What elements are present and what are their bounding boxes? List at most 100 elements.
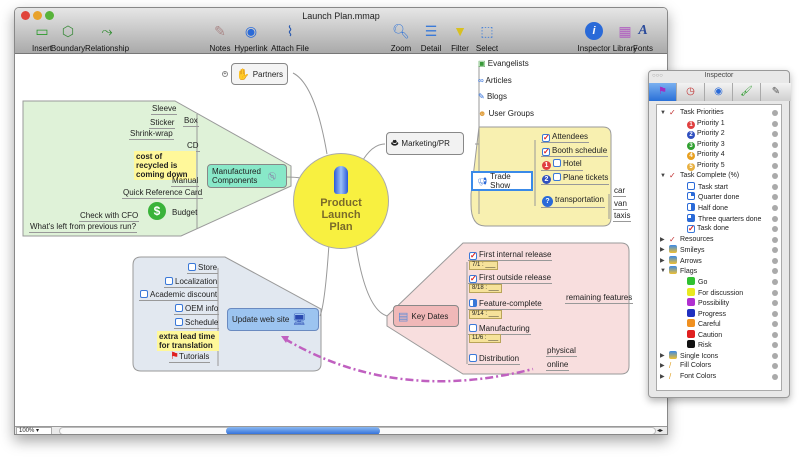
filter-button[interactable]: ▼Filter	[435, 22, 485, 53]
select-button[interactable]: ⬚Select	[462, 22, 512, 53]
topic-academic-discount[interactable]: Academic discount	[139, 290, 219, 301]
inspector-row[interactable]: ▶Smileys	[657, 245, 781, 255]
topic-taxis[interactable]: taxis	[613, 211, 632, 222]
disclosure-closed-icon[interactable]: ▶	[660, 236, 665, 243]
zoom-menu-button[interactable]: 🔍︎Zoom	[376, 22, 426, 53]
inspector-row[interactable]: For discussion	[657, 287, 781, 298]
disclosure-closed-icon[interactable]: ▶	[660, 363, 665, 370]
topic-box[interactable]: Box	[183, 116, 199, 127]
topic-check-with-cfo[interactable]: Check with CFO	[79, 211, 140, 222]
topic-shrink-wrap[interactable]: Shrink-wrap	[129, 129, 174, 140]
topic-marketing-pr[interactable]: 🎩︎Marketing/PR	[386, 132, 464, 155]
tab-format[interactable]: 🖌︎	[733, 83, 761, 101]
topic-distribution[interactable]: Distribution	[468, 354, 521, 365]
gear-icon[interactable]	[772, 374, 778, 380]
disclosure-closed-icon[interactable]: ▶	[660, 247, 665, 254]
callout-translation[interactable]: extra lead time for translation	[157, 331, 219, 351]
topic-transportation[interactable]: ?transportation	[541, 195, 605, 208]
date-field-4[interactable]: 11/6 : ___	[469, 334, 502, 343]
topic-car[interactable]: car	[613, 186, 627, 197]
gear-icon[interactable]	[772, 268, 778, 275]
topic-user-groups[interactable]: ☻ User Groups	[477, 109, 535, 119]
gear-icon[interactable]	[772, 131, 778, 138]
topic-first-outside-release[interactable]: ✓First outside release	[468, 273, 553, 284]
topic-manufactured-components[interactable]: Manufactured Components💿︎	[207, 164, 287, 188]
date-field-2[interactable]: 8/18 : ___	[469, 284, 502, 293]
checkbox-icon[interactable]	[175, 318, 183, 326]
gear-icon[interactable]	[772, 300, 778, 307]
attach-file-button[interactable]: ⌇Attach File	[265, 22, 315, 53]
close-button[interactable]	[21, 11, 30, 20]
inspector-row[interactable]: Caution	[657, 329, 781, 340]
checkbox-quarter-icon[interactable]	[469, 299, 477, 307]
disclosure-closed-icon[interactable]: ▶	[660, 352, 665, 359]
inspector-row[interactable]: Risk	[657, 340, 781, 350]
minimize-button[interactable]	[33, 11, 42, 20]
checkbox-done-icon[interactable]: ✓	[469, 274, 477, 283]
topic-manual[interactable]: Manual	[171, 176, 200, 187]
topic-budget[interactable]: Budget	[172, 208, 198, 217]
inspector-row[interactable]: ▶/Fill Colors	[657, 361, 781, 371]
topic-attendees[interactable]: ✓Attendees	[541, 132, 590, 143]
gear-icon[interactable]	[772, 173, 778, 180]
inspector-row[interactable]: Quarter done	[657, 192, 781, 202]
tab-icons[interactable]: ⚑	[649, 83, 677, 101]
zoom-select[interactable]: 100% ▾	[16, 427, 52, 434]
gear-icon[interactable]	[772, 352, 778, 359]
topic-feature-complete[interactable]: Feature-complete	[468, 299, 543, 310]
topic-trade-show[interactable]: 📢︎Trade Show	[471, 171, 533, 191]
disclosure-open-icon[interactable]: ▼	[660, 268, 666, 275]
checkbox-icon[interactable]	[469, 354, 477, 362]
topic-update-web-site[interactable]: Update web site🖥︎	[227, 308, 319, 331]
scrollbar-thumb[interactable]	[226, 427, 380, 434]
inspector-row[interactable]: Go	[657, 276, 781, 287]
disclosure-open-icon[interactable]: ▼	[660, 110, 666, 116]
inspector-row[interactable]: ▶Single Icons	[657, 350, 781, 361]
topic-key-dates[interactable]: ▤Key Dates	[393, 305, 459, 327]
inspector-row[interactable]: ▼Flags	[657, 266, 781, 276]
gear-icon[interactable]	[772, 278, 778, 285]
topic-schedule[interactable]: Schedule	[174, 318, 220, 329]
topic-store[interactable]: Store	[187, 263, 219, 274]
relationship-button[interactable]: ⤳Relationship	[82, 22, 132, 53]
topic-partners[interactable]: ✋Partners	[231, 63, 288, 85]
checkbox-icon[interactable]	[469, 324, 477, 332]
gear-icon[interactable]	[772, 205, 778, 212]
tab-links[interactable]: ◉	[705, 83, 733, 101]
gear-icon[interactable]	[772, 363, 778, 370]
gear-icon[interactable]	[772, 289, 778, 296]
inspector-row[interactable]: Careful	[657, 319, 781, 329]
zoom-button[interactable]	[45, 11, 54, 20]
topic-online[interactable]: online	[546, 360, 570, 371]
topic-whats-left[interactable]: What's left from previous run?	[29, 222, 138, 233]
gear-icon[interactable]	[772, 321, 778, 328]
callout-recycled-cost[interactable]: cost of recycled is coming down	[134, 151, 196, 180]
checkbox-icon[interactable]	[553, 173, 561, 181]
insert-button[interactable]: ▭Insert	[17, 22, 67, 53]
gear-icon[interactable]	[772, 110, 778, 116]
scroll-arrows[interactable]: ◂▸	[657, 428, 664, 434]
date-field-1[interactable]: 7/1 : ___	[469, 261, 499, 270]
gear-icon[interactable]	[772, 215, 778, 222]
topic-physical[interactable]: physical	[546, 346, 577, 357]
checkbox-done-icon[interactable]: ✓	[542, 133, 550, 142]
topic-sleeve[interactable]: Sleeve	[151, 104, 178, 115]
tab-document[interactable]: ✎	[761, 83, 791, 101]
topic-van[interactable]: van	[613, 199, 628, 210]
inspector-row[interactable]: Possibility	[657, 298, 781, 308]
central-topic[interactable]: Product Launch Plan	[293, 153, 389, 249]
topic-quick-reference-card[interactable]: Quick Reference Card	[122, 188, 204, 199]
gear-icon[interactable]	[772, 162, 778, 169]
checkbox-done-icon[interactable]: ✓	[542, 147, 550, 156]
inspector-row[interactable]: ▶Arrows	[657, 255, 781, 266]
gear-icon[interactable]	[772, 183, 778, 190]
boundary-button[interactable]: ⬡Boundary	[43, 22, 93, 53]
expand-partners-icon[interactable]: +	[222, 71, 228, 77]
inspector-row[interactable]: Half done	[657, 203, 781, 213]
topic-booth-schedule[interactable]: ✓Booth schedule	[541, 146, 609, 157]
